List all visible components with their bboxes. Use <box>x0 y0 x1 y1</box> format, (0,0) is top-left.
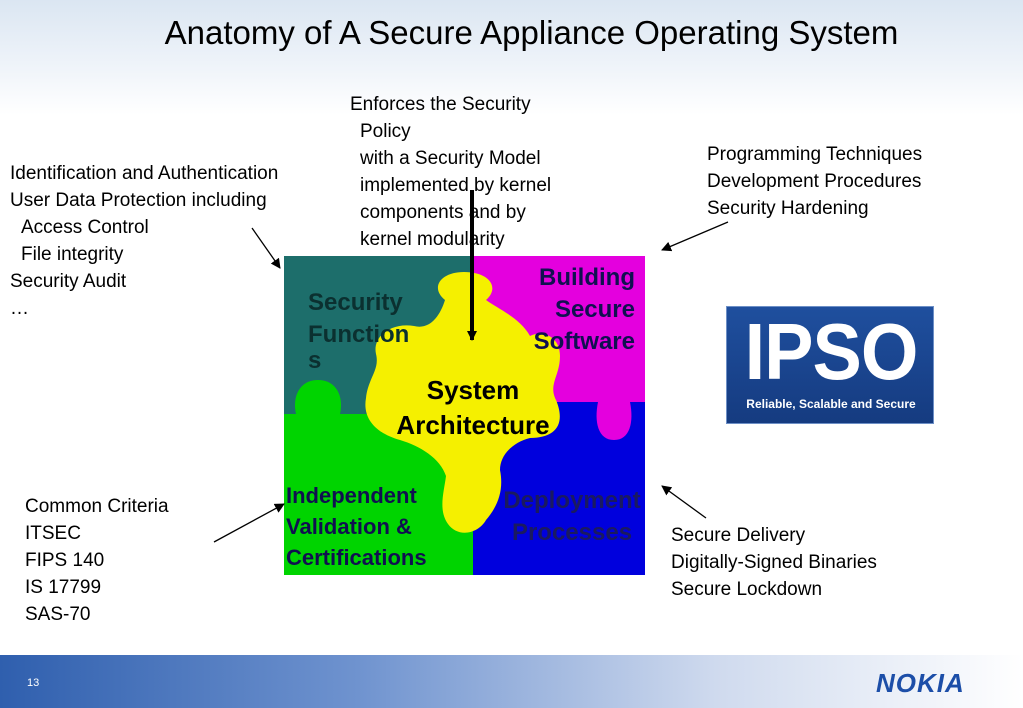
label-line: Secure <box>554 296 635 323</box>
annotation-line: Programming Techniques <box>707 144 923 165</box>
annotation-line: Common Criteria <box>25 496 169 517</box>
annotation-line: IS 17799 <box>25 577 102 598</box>
policy-line: implemented by kernel <box>360 175 552 196</box>
label-line: Validation & <box>286 514 412 539</box>
annotation-line: Security Hardening <box>707 198 869 219</box>
nokia-logo: NOKIA <box>876 668 965 698</box>
callout-arrow-top-right <box>661 221 729 252</box>
building-secure-software-label: Building Secure Software <box>517 262 635 358</box>
annotation-line: … <box>10 298 29 319</box>
security-functions-label: Security Function s <box>308 287 410 374</box>
annotation-line: Development Procedures <box>707 171 922 192</box>
system-architecture-piece <box>365 272 560 533</box>
callout-arrow-bottom-left <box>213 503 285 543</box>
policy-line: kernel modularity <box>360 229 505 250</box>
ipso-logo: IPSO Reliable, Scalable and Secure <box>726 306 934 424</box>
policy-line: Enforces the Security <box>350 94 531 115</box>
annotation-line: Security Audit <box>10 271 127 292</box>
green-tab <box>294 380 342 414</box>
label-line: Independent <box>286 483 417 508</box>
label-line: Function <box>308 321 410 348</box>
policy-line: components and by <box>360 202 526 223</box>
annotation-line: Digitally-Signed Binaries <box>671 552 877 573</box>
annotation-line: Secure Delivery <box>671 525 806 546</box>
deployment-processes-label: Deployment Processes <box>494 485 650 549</box>
label-line: Architecture <box>396 410 550 440</box>
label-line: Deployment <box>503 487 641 514</box>
label-line: Building <box>539 264 635 291</box>
label-line: s <box>308 347 322 374</box>
slide-title: Anatomy of A Secure Appliance Operating … <box>164 14 899 51</box>
callout-arrow-bottom-right <box>661 485 707 519</box>
label-line: Security <box>308 289 403 316</box>
page-number: 13 <box>27 677 40 689</box>
policy-line: with a Security Model <box>360 148 541 169</box>
label-line: Software <box>533 328 635 355</box>
ipso-logo-word: IPSO <box>744 306 919 397</box>
annotation-line: Access Control <box>21 217 149 238</box>
policy-line: Policy <box>360 121 411 142</box>
annotation-line: ITSEC <box>25 523 81 544</box>
callout-arrow-top-left <box>251 227 281 269</box>
policy-annotation: Enforces the Security Policy with a Secu… <box>350 91 551 253</box>
magenta-tab <box>596 402 632 440</box>
annotation-line: FIPS 140 <box>25 550 105 571</box>
validation-annotation: Common Criteria ITSEC FIPS 140 IS 17799 … <box>25 493 169 628</box>
label-line: Certifications <box>286 545 427 570</box>
label-line: System <box>426 375 520 405</box>
footer-background <box>0 655 1023 708</box>
deployment-annotation: Secure Delivery Digitally-Signed Binarie… <box>671 522 877 603</box>
ipso-logo-tagline: Reliable, Scalable and Secure <box>746 397 916 411</box>
annotation-line: File integrity <box>21 244 124 265</box>
annotation-line: Identification and Authentication <box>10 163 279 184</box>
annotation-line: Secure Lockdown <box>671 579 823 600</box>
independent-validation-label: Independent Validation & Certifications <box>286 480 427 573</box>
system-architecture-label: System Architecture <box>378 373 568 443</box>
annotation-line: User Data Protection including <box>10 190 267 211</box>
software-annotation: Programming Techniques Development Proce… <box>707 141 922 222</box>
security-functions-annotation: Identification and Authentication User D… <box>10 160 278 322</box>
header-background <box>0 0 1023 115</box>
label-line: Processes <box>511 519 633 546</box>
annotation-line: SAS-70 <box>25 604 91 625</box>
